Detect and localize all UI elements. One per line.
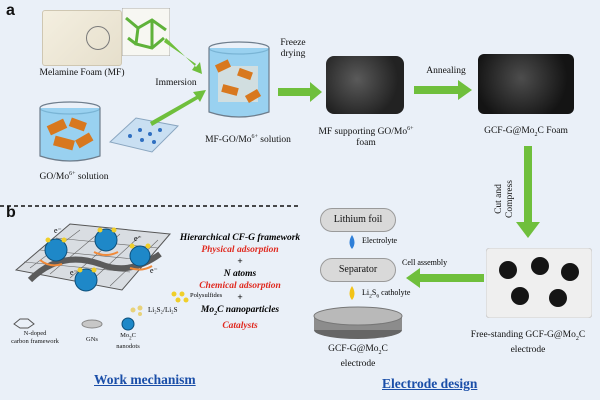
catalysts-label: Catalysts bbox=[222, 320, 258, 331]
annealing-label: Annealing bbox=[426, 66, 466, 76]
mf-supporting-foam-image bbox=[326, 56, 404, 114]
physical-adsorption-label: Physical adsorption bbox=[201, 245, 279, 255]
plus-sign: + bbox=[237, 257, 243, 267]
gcf-foam-image bbox=[478, 54, 574, 114]
lithium-foil-pill: Lithium foil bbox=[320, 208, 396, 232]
gns-icon bbox=[81, 319, 103, 329]
immersion-label: Immersion bbox=[155, 78, 197, 88]
chemical-adsorption-label: Chemical adsorption bbox=[199, 281, 281, 291]
gcf-electrode-caption: GCF-G@Mo2C electrode bbox=[328, 344, 388, 369]
melamine-foam-caption: Melamine Foam (MF) bbox=[39, 68, 125, 78]
arrow-annealing bbox=[414, 80, 472, 100]
mf-supporting-caption: MF supporting GO/Mo6+ foam bbox=[318, 126, 414, 149]
mo2c-nanodots-caption: Mo2C nanodots bbox=[116, 332, 140, 351]
n-atoms-label: N atoms bbox=[223, 269, 257, 279]
free-standing-caption: Free-standing GCF-G@Mo2C electrode bbox=[470, 330, 586, 355]
electrode-disc-image bbox=[313, 306, 403, 339]
mf-solution-caption: MF-GO/Mo6+ solution bbox=[205, 134, 291, 146]
cell-assembly-label: Cell assembly bbox=[402, 258, 448, 267]
electron-label: e⁻ bbox=[54, 226, 62, 235]
arrow-foam-to-beaker bbox=[164, 38, 202, 74]
gns-caption: GNs bbox=[86, 336, 98, 343]
free-standing-electrode-image bbox=[486, 248, 592, 318]
separator-pill: Separator bbox=[320, 258, 396, 282]
electrolyte-drop-icon bbox=[349, 235, 355, 249]
electron-label: e⁻ bbox=[70, 268, 78, 277]
electrode-design-title: Electrode design bbox=[382, 376, 478, 391]
catholyte-drop-icon bbox=[349, 286, 355, 300]
li2s-label: Li₂S₂/Li₂S bbox=[148, 306, 178, 314]
go-solution-beaker bbox=[39, 101, 101, 162]
catholyte-label: Li2S6 catholyte bbox=[362, 288, 411, 300]
electron-label: e⁻ bbox=[150, 266, 158, 275]
arrow-beaker-to-mf bbox=[150, 90, 206, 126]
gcf-foam-caption: GCF-G@Mo2C Foam bbox=[484, 126, 568, 138]
electrolyte-label: Electrolyte bbox=[362, 236, 398, 245]
arrow-cut-compress bbox=[516, 146, 540, 238]
li2s-icon bbox=[130, 305, 143, 316]
arrow-cell-assembly bbox=[406, 268, 484, 288]
n-doped-carbon-icon bbox=[13, 318, 35, 329]
polysulfides-label: Polysulfides bbox=[190, 292, 223, 299]
mf-go-solution-beaker bbox=[208, 41, 270, 118]
work-mechanism-title: Work mechanism bbox=[94, 372, 196, 387]
panel-label-b: b bbox=[6, 204, 16, 221]
work-mechanism-illustration bbox=[14, 223, 172, 292]
mo2c-nanoparticles-label: Mo2C nanoparticles bbox=[200, 305, 280, 317]
polysulfides-icon bbox=[171, 291, 189, 303]
graphene-zoom-image bbox=[108, 117, 180, 153]
electron-label: e⁻ bbox=[134, 234, 142, 243]
plus-sign: + bbox=[237, 293, 243, 303]
foam-zoom-circle bbox=[86, 26, 110, 50]
foam-mesh-zoom-image bbox=[122, 8, 170, 56]
arrow-freeze-drying bbox=[278, 82, 322, 102]
panel-label-a: a bbox=[6, 2, 15, 19]
hierarchical-label: Hierarchical CF-G framework bbox=[179, 233, 301, 243]
mechanism-text: Hierarchical CF-G framework Physical ads… bbox=[170, 232, 310, 332]
go-solution-caption: GO/Mo6+ solution bbox=[39, 171, 109, 183]
mo2c-nanodots-icon bbox=[121, 317, 135, 331]
